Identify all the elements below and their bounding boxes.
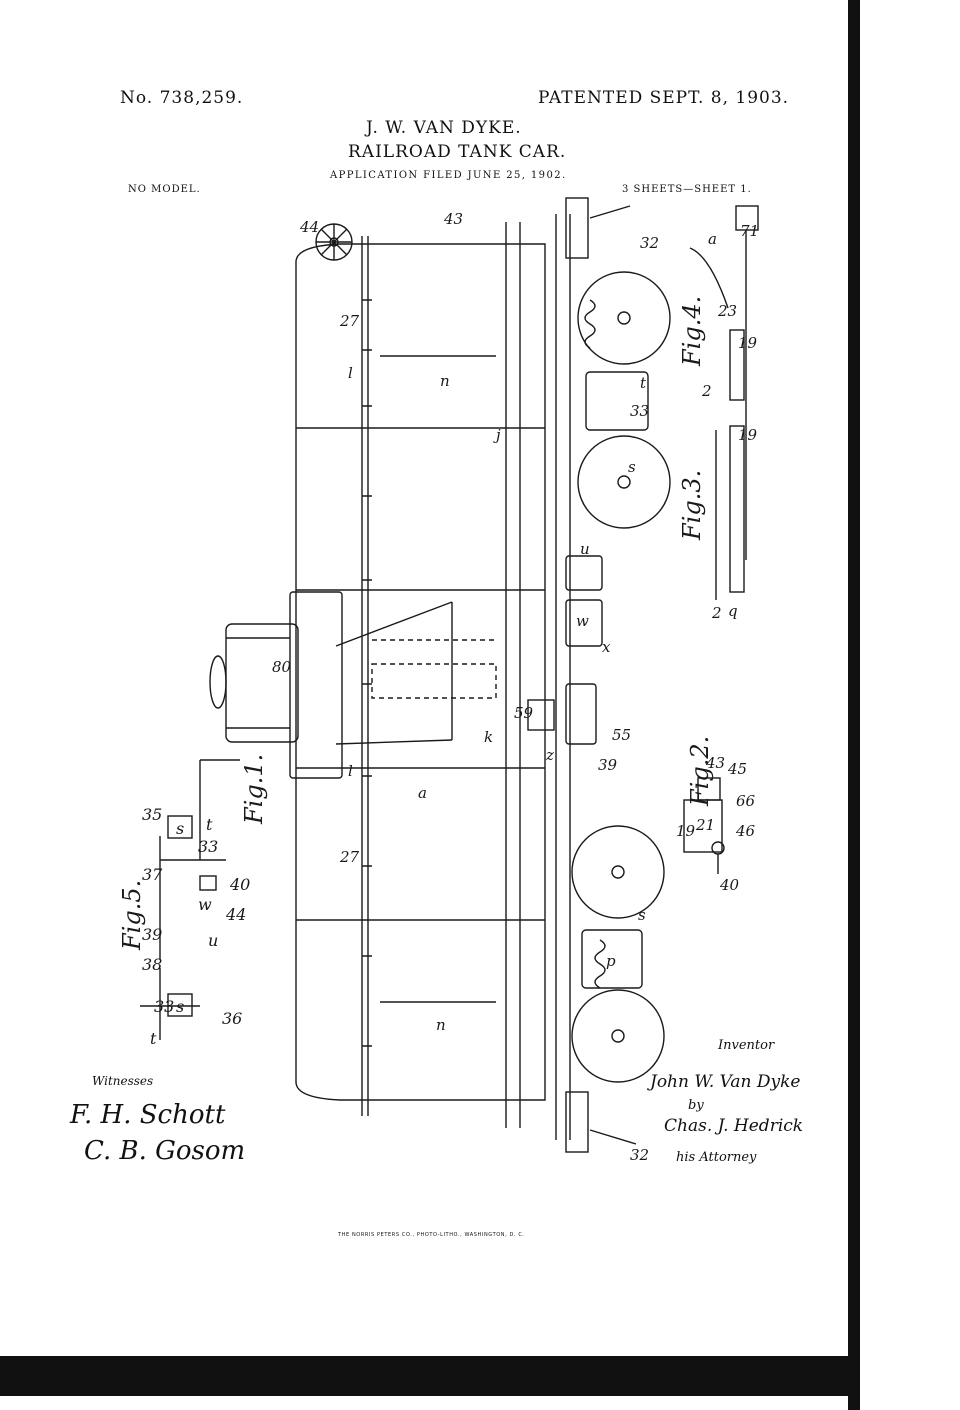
label-32-top: 32 bbox=[640, 234, 659, 252]
fig5-label-w: w bbox=[198, 895, 212, 914]
label-frame-k: k bbox=[484, 728, 493, 746]
label-wheel-44: 44 bbox=[299, 218, 319, 236]
fig4-caption: Fig.4. bbox=[678, 296, 706, 367]
label-s-rear: s bbox=[638, 906, 646, 924]
label-43-fig2: 43 bbox=[705, 754, 725, 772]
fig5-label-35: 35 bbox=[142, 805, 162, 824]
label-z: z bbox=[545, 746, 554, 764]
label-dome-80: 80 bbox=[272, 658, 292, 676]
brake-wheel bbox=[315, 223, 353, 261]
witness-2-signature: C. B. Gosom bbox=[84, 1136, 246, 1166]
by-text: by bbox=[688, 1098, 704, 1113]
fig5-label-u: u bbox=[208, 931, 218, 950]
fig5-label-38: 38 bbox=[142, 955, 162, 974]
label-tank-a: a bbox=[418, 784, 427, 802]
label-43: 43 bbox=[443, 210, 463, 228]
inner-pipe bbox=[371, 639, 497, 699]
tie-rods bbox=[380, 355, 496, 1003]
label-27-top: 27 bbox=[339, 312, 360, 330]
patent-title: RAILROAD TANK CAR. bbox=[348, 142, 567, 162]
patent-date: PATENTED SEPT. 8, 1903. bbox=[538, 88, 790, 108]
label-45: 45 bbox=[727, 760, 747, 778]
label-a-fig4: a bbox=[708, 230, 717, 248]
label-32-bottom: 32 bbox=[630, 1146, 649, 1164]
fig3-section bbox=[715, 425, 745, 600]
fig1-caption: Fig.1. bbox=[240, 754, 268, 825]
underframe bbox=[505, 197, 589, 1153]
label-27-bottom: 27 bbox=[339, 848, 360, 866]
fig5-caption: Fig.5. bbox=[118, 880, 146, 951]
fig5-label-40: 40 bbox=[229, 875, 250, 894]
fig4-section bbox=[689, 205, 759, 560]
truck-front bbox=[577, 271, 671, 529]
fig5-label-t-bottom: t bbox=[150, 1029, 157, 1048]
truck-rear bbox=[571, 825, 665, 1083]
label-19-fig2: 19 bbox=[676, 822, 696, 840]
fig2-caption: Fig.2. bbox=[686, 736, 714, 807]
fig2-detail bbox=[683, 777, 725, 874]
label-2-fig4: 2 bbox=[701, 382, 712, 400]
label-rail-l-bottom: l bbox=[348, 762, 353, 780]
scan-edge-bottom bbox=[0, 1356, 848, 1396]
label-rod-n-bottom: n bbox=[436, 1016, 446, 1034]
fig5-label-44: 44 bbox=[225, 905, 246, 924]
label-q-fig3: q bbox=[728, 602, 738, 620]
label-40-fig2: 40 bbox=[719, 876, 740, 894]
model-note: NO MODEL. bbox=[128, 184, 201, 195]
tank-dome bbox=[209, 591, 343, 779]
label-rod-n-top: n bbox=[440, 372, 450, 390]
attorney-signature: Chas. J. Hedrick bbox=[664, 1116, 804, 1136]
label-33: 33 bbox=[630, 402, 649, 420]
fig5-label-36: 36 bbox=[222, 1009, 242, 1028]
fig5-label-33-top: 33 bbox=[198, 837, 218, 856]
label-s-front: s bbox=[628, 458, 636, 476]
dome-braces bbox=[335, 601, 453, 745]
label-rail-l-top: l bbox=[348, 364, 353, 382]
label-u: u bbox=[580, 540, 590, 558]
label-box-59: 59 bbox=[514, 704, 534, 722]
attorney-role: his Attorney bbox=[676, 1150, 757, 1165]
inventor-signature: John W. Van Dyke bbox=[650, 1072, 801, 1092]
label-t: t bbox=[640, 374, 647, 392]
tank-shell bbox=[295, 243, 546, 1101]
label-19-fig4: 19 bbox=[738, 334, 758, 352]
label-19-fig3: 19 bbox=[738, 426, 758, 444]
fig5-label-s-bottom: s bbox=[176, 997, 184, 1016]
fig5-label-37: 37 bbox=[142, 865, 163, 884]
couplers bbox=[589, 205, 637, 1145]
patent-number: No. 738,259. bbox=[120, 88, 244, 108]
label-66: 66 bbox=[736, 792, 756, 810]
label-2-fig3: 2 bbox=[711, 604, 722, 622]
sheet-count: 3 SHEETS—SHEET 1. bbox=[622, 184, 752, 195]
brake-cylinders bbox=[527, 555, 603, 745]
witnesses-heading: Witnesses bbox=[92, 1074, 154, 1088]
label-w: w bbox=[576, 612, 589, 630]
label-71: 71 bbox=[740, 222, 759, 240]
scan-edge-right bbox=[848, 0, 860, 1410]
fig3-caption: Fig.3. bbox=[678, 470, 706, 541]
label-21: 21 bbox=[695, 816, 715, 834]
label-p: p bbox=[606, 952, 616, 970]
fig5-label-s-top: s bbox=[176, 819, 184, 838]
inventor-name: J. W. VAN DYKE. bbox=[366, 118, 522, 138]
fig5-label-33-bottom: 33 bbox=[154, 997, 174, 1016]
label-j: j bbox=[493, 426, 501, 444]
inventor-heading: Inventor bbox=[718, 1038, 775, 1053]
label-x: x bbox=[602, 638, 611, 656]
application-filed: APPLICATION FILED JUNE 25, 1902. bbox=[330, 170, 567, 181]
fig5-label-39: 39 bbox=[142, 925, 162, 944]
label-39: 39 bbox=[598, 756, 618, 774]
label-55: 55 bbox=[612, 726, 631, 744]
label-23: 23 bbox=[717, 302, 737, 320]
handrail bbox=[361, 236, 372, 1116]
witness-1-signature: F. H. Schott bbox=[70, 1100, 226, 1130]
fig5-label-t-top: t bbox=[206, 815, 213, 834]
lithographer-credit: THE NORRIS PETERS CO., PHOTO-LITHO., WAS… bbox=[338, 1232, 525, 1238]
label-46: 46 bbox=[735, 822, 756, 840]
fig5-schematic bbox=[140, 759, 240, 1040]
